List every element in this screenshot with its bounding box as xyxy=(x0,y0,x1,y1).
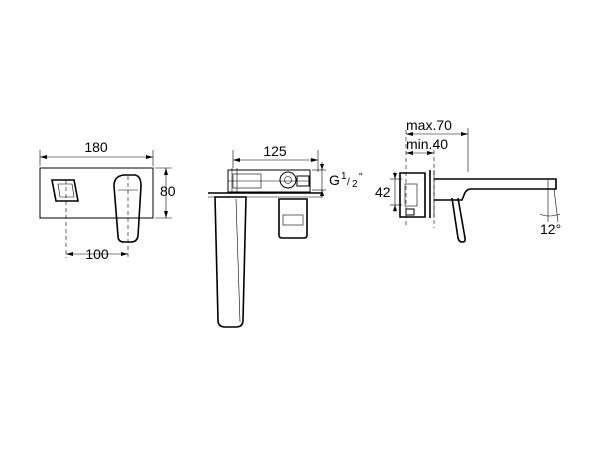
thread-label: G xyxy=(329,172,340,188)
valve-circle xyxy=(279,171,297,189)
profile-lever xyxy=(451,197,466,243)
profile-spout xyxy=(434,178,557,201)
thread-numerator: 1 xyxy=(341,171,347,182)
offset-label: 100 xyxy=(85,246,109,262)
profile-mount xyxy=(399,172,426,218)
angle-label: 12° xyxy=(540,221,561,237)
height-label: 80 xyxy=(160,183,176,199)
side-handle xyxy=(214,196,247,328)
profile-height-label: 42 xyxy=(375,184,391,200)
max-label: max.70 xyxy=(406,117,452,133)
cover-plate xyxy=(39,167,154,219)
thread-quote: " xyxy=(359,172,363,183)
side-view: 125 G 1 / 2 " xyxy=(208,143,363,328)
front-view: 180 80 100 xyxy=(39,139,176,262)
cartridge xyxy=(278,198,308,239)
min-label: min.40 xyxy=(406,136,448,152)
spout-outlet xyxy=(51,179,79,202)
mounting-body xyxy=(227,169,311,193)
thread-prefix: G xyxy=(329,172,340,188)
profile-view: max.70 min.40 42 12° xyxy=(375,117,561,243)
thread-slash: / xyxy=(347,177,350,188)
lever-handle xyxy=(113,174,142,243)
thread-denominator: 2 xyxy=(352,179,358,190)
width-label: 180 xyxy=(84,139,108,155)
depth-label: 125 xyxy=(263,143,287,159)
